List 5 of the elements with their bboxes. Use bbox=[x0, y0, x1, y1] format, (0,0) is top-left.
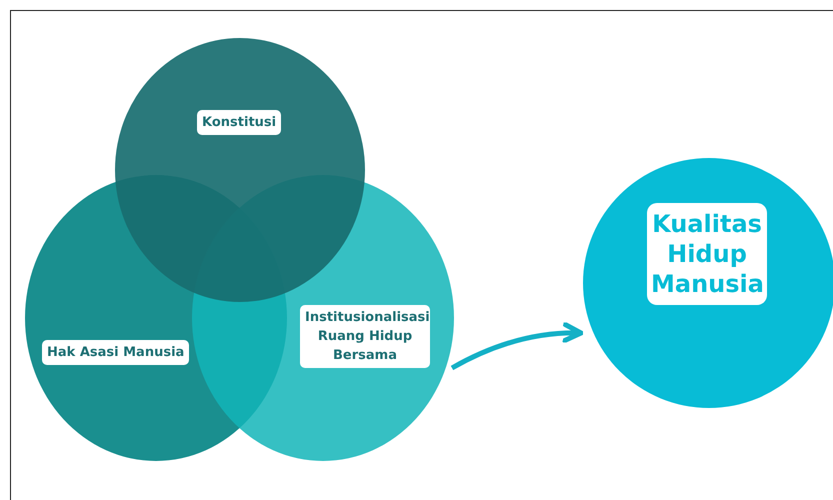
circle-label: Institusionalisasi Ruang Hidup Bersama bbox=[300, 305, 430, 368]
circle-label: Hak Asasi Manusia bbox=[42, 340, 190, 365]
circle-label: Konstitusi bbox=[197, 110, 282, 135]
circle-label: Kualitas Hidup Manusia bbox=[647, 203, 767, 305]
arrow bbox=[450, 322, 584, 370]
